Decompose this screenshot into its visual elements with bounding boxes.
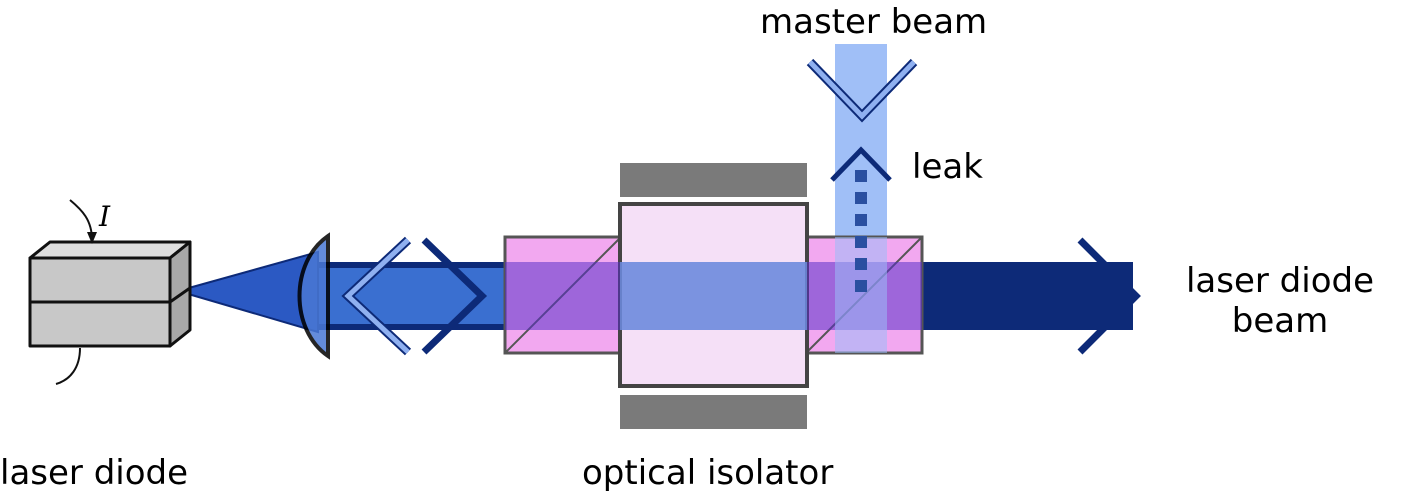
- mirror-leak: [830, 146, 892, 182]
- laser-diode-block: [28, 240, 192, 348]
- magnet-top: [620, 163, 807, 197]
- mirror-dark-right: [421, 237, 488, 355]
- magnet-bottom: [620, 395, 807, 429]
- leak-label: leak: [912, 147, 983, 187]
- collimated-beam-core: [305, 268, 525, 324]
- laser-diode-beam-label-line2: beam: [1231, 301, 1329, 341]
- collimating-lens: [297, 232, 330, 360]
- mirror-output: [1077, 237, 1141, 355]
- master-beam-label: master beam: [760, 2, 988, 42]
- mirror-light-left-fill: [344, 238, 410, 354]
- current-symbol-label: I: [99, 200, 111, 233]
- optical-isolator-label: optical isolator: [582, 453, 834, 493]
- laser-diode-label: laser diode: [0, 453, 189, 493]
- optical-isolator: [503, 163, 924, 429]
- current-arrow-head: [87, 232, 97, 244]
- laser-diode-beam-label-line1: laser diode: [1185, 261, 1375, 301]
- laser-diode-beam-output: [905, 262, 1133, 330]
- current-wire-out: [55, 347, 81, 385]
- diverging-beam: [174, 250, 319, 334]
